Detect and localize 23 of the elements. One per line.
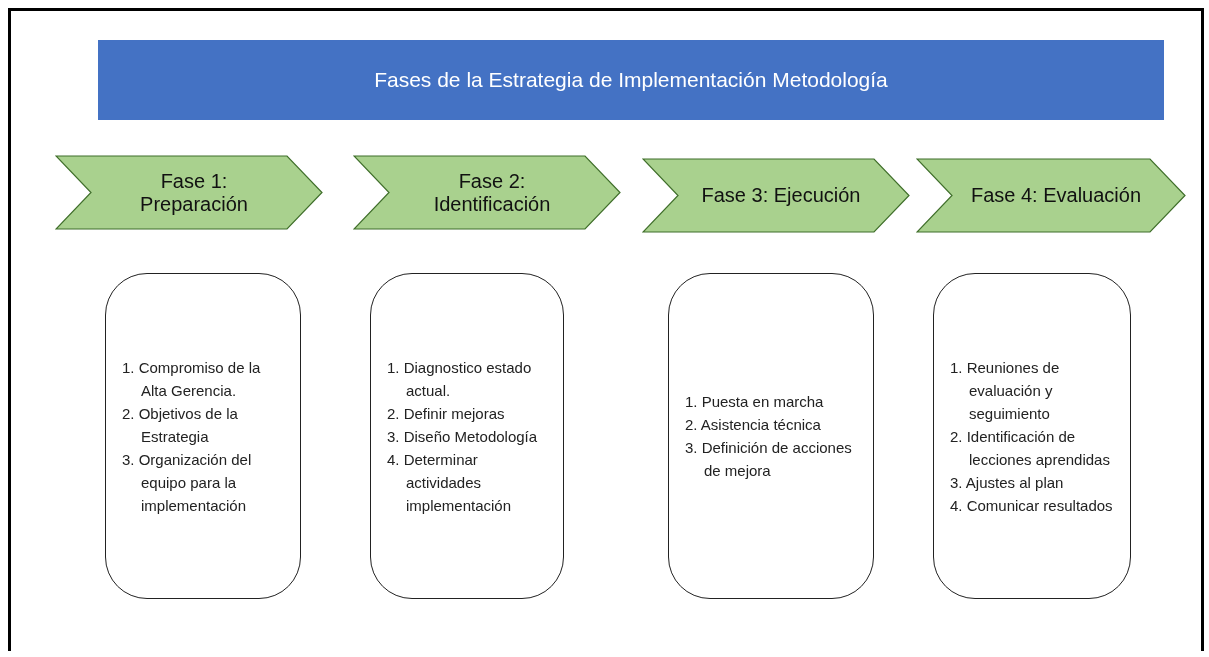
phase-title: Fase 4: Evaluación xyxy=(970,184,1142,207)
list-item: 1. Compromiso de la Alta Gerencia. xyxy=(122,357,262,401)
list-item: 3. Definición de acciones de mejora xyxy=(685,438,853,481)
activity-box xyxy=(933,273,1131,599)
phase-title: Fase 2: Identificación xyxy=(432,169,552,216)
list-item: 3. Ajustes al plan xyxy=(950,472,1065,493)
list-item: 2. Asistencia técnica xyxy=(685,415,822,435)
activity-box xyxy=(668,273,874,599)
list-item: 4. Comunicar resultados xyxy=(950,495,1114,516)
list-item: 3. Diseño Metodología xyxy=(387,426,539,447)
list-item: 2. Objetivos de la Estrategia xyxy=(122,403,239,447)
list-item: 2. Definir mejoras xyxy=(387,403,506,424)
phase-title: Fase 1: Preparación xyxy=(139,169,249,216)
phase-title: Fase 3: Ejecución xyxy=(701,184,861,207)
list-item: 2. Identificación de lecciones aprendidas xyxy=(950,426,1111,470)
list-item: 3. Organización del equipo para la implementación xyxy=(122,449,253,516)
list-item: 1. Diagnostico estado actual. xyxy=(387,357,533,401)
list-item: 4. Determinar actividades implementación xyxy=(387,449,513,516)
list-item: 1. Puesta en marcha xyxy=(685,392,825,412)
activity-box xyxy=(105,273,301,599)
list-item: 1. Reuniones de evaluación y seguimiento xyxy=(950,357,1061,424)
title-banner: Fases de la Estrategia de Implementación Metodología xyxy=(98,40,1164,120)
activity-box xyxy=(370,273,564,599)
